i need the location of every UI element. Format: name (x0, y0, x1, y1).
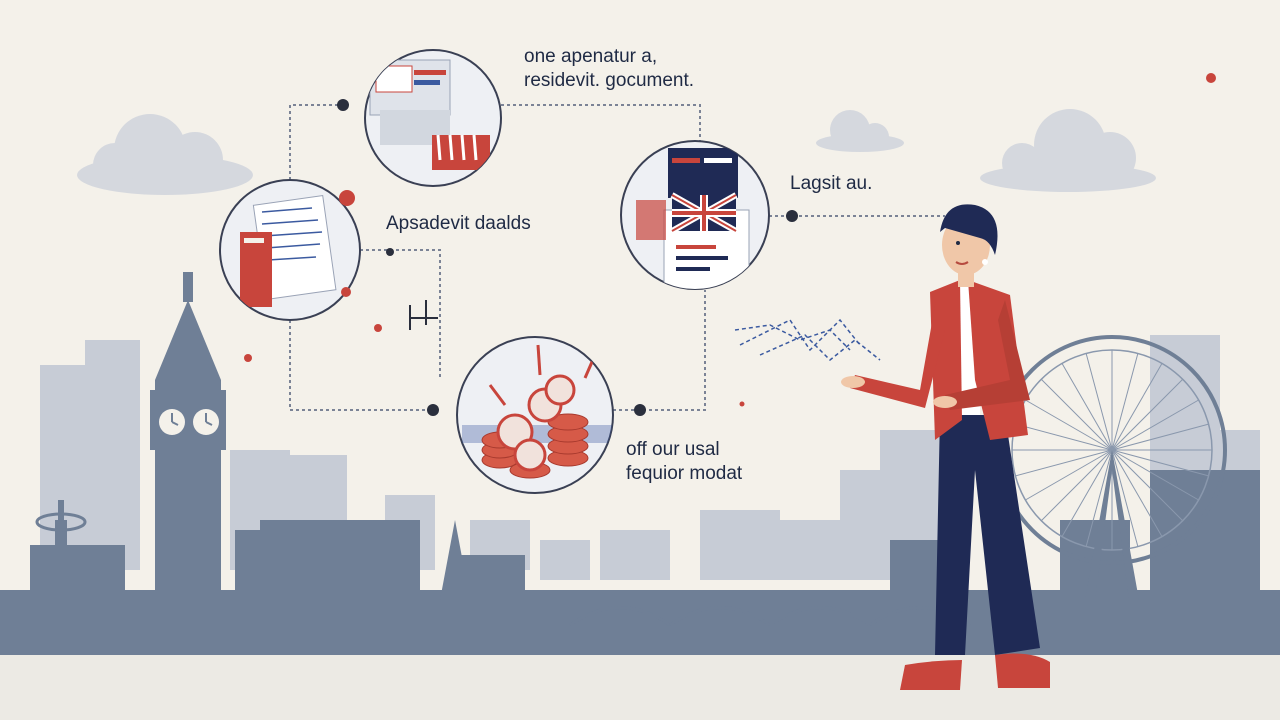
eye-spoke (1111, 449, 1139, 547)
eye-spoke (1111, 449, 1163, 537)
eye-spoke (1111, 423, 1209, 451)
eye-spoke (1111, 449, 1209, 477)
label-left-text: Apsadevit daalds (386, 213, 531, 234)
eye-spoke (1061, 449, 1113, 537)
plug-icon (409, 300, 438, 330)
eye-spoke (1085, 353, 1113, 451)
eye-spoke (1025, 449, 1113, 501)
eye-spoke (1085, 449, 1113, 547)
uk-passport-node (620, 140, 770, 290)
eye-spoke (1111, 399, 1199, 451)
eye-spoke (1111, 449, 1199, 501)
big-ben-tower (150, 272, 226, 620)
label-top-line2: residevit. gocument. (524, 70, 695, 91)
coins-node (456, 336, 614, 494)
scribble-lines (734, 318, 881, 362)
eye-spoke (1015, 423, 1113, 451)
ground (0, 655, 1280, 720)
person-figure (841, 204, 1050, 690)
printer-documents-icon (369, 59, 490, 170)
eye-spoke (1111, 378, 1184, 451)
eye-spoke (1025, 399, 1113, 451)
label-right-text: Lagsit au. (790, 173, 873, 194)
connector-dots (337, 99, 798, 416)
uk-flag-passport-icon (636, 148, 750, 289)
label-right: Lagsit au. (790, 172, 872, 196)
cloud-left (77, 114, 253, 195)
documents-node (219, 179, 361, 321)
left-tower (35, 500, 87, 600)
eye-spoke (1061, 363, 1113, 451)
label-top-line1: one apenatur a, (524, 46, 658, 67)
label-left: Apsadevit daalds (386, 212, 531, 236)
coin-stack-icon (462, 344, 612, 479)
label-bottom: off our usal fequior modat (626, 438, 742, 486)
label-bottom-line1: off our usal (626, 439, 720, 460)
eye-spoke (1015, 449, 1113, 477)
document-stack-icon (240, 195, 337, 307)
cloud-right (980, 109, 1156, 192)
eye-spoke (1040, 449, 1113, 522)
eye-spoke (1111, 353, 1139, 451)
eye-spoke (1040, 378, 1113, 451)
london-eye (997, 335, 1227, 600)
cloud-middle (816, 110, 904, 152)
eye-spoke (1111, 449, 1184, 522)
label-bottom-line2: fequior modat (626, 463, 743, 484)
printer-node (364, 49, 502, 187)
label-top: one apenatur a, residevit. gocument. (524, 45, 694, 93)
eye-spoke (1111, 363, 1163, 451)
decor-dots (244, 73, 1216, 407)
